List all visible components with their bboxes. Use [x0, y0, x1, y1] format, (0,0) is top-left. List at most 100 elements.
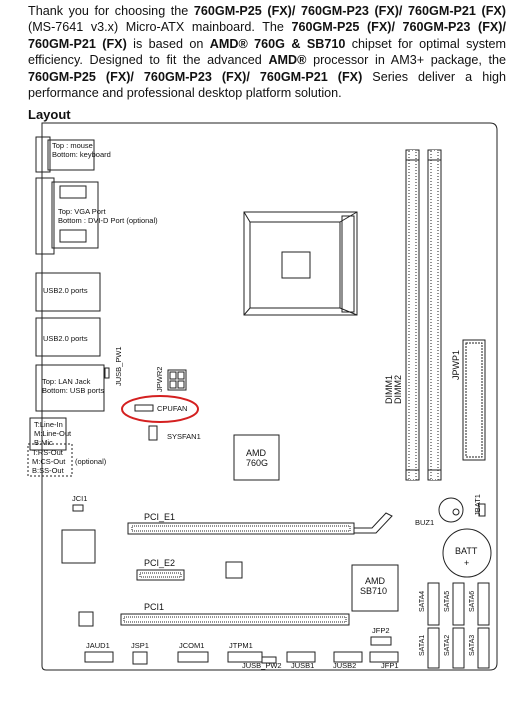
intro-brand: AMD®	[268, 53, 307, 68]
audio-label: T:Line-In	[34, 420, 63, 429]
sata4-port	[427, 582, 440, 626]
intro-model: 760GM-P25 (FX)/ 760GM-P23 (FX)/ 760GM-P2…	[28, 20, 506, 51]
intro-text: Thank you for choosing the	[28, 4, 194, 18]
audio-label: T:RS-Out	[32, 448, 64, 457]
pci-e2-slot	[136, 569, 185, 581]
battery	[442, 528, 492, 578]
jbat1-label: JBAT1	[473, 494, 482, 516]
io-chip	[61, 529, 96, 564]
batt-label: BATT	[455, 546, 478, 556]
jpwr2-label: JPWR2	[155, 367, 164, 392]
north-bridge-chip	[233, 434, 280, 481]
vga-top-label: Top: VGA Port	[58, 207, 106, 216]
jsp1-header	[132, 651, 148, 665]
pci1-label: PCI1	[144, 602, 164, 612]
jusb1-header	[286, 651, 316, 663]
ps2-port	[47, 139, 95, 171]
intro-text: chipset for optimal system efficiency. D…	[28, 36, 506, 68]
jpwr2-connector	[167, 369, 187, 391]
sata1-label: SATA1	[419, 635, 426, 656]
jusb-pw1-label: JUSB_PW1	[114, 346, 123, 386]
cpufan-highlight	[121, 395, 199, 423]
usb2-label: USB2.0 ports	[43, 334, 88, 343]
batt-plus-label: +	[464, 558, 469, 568]
jusb-pw2-header	[261, 656, 277, 664]
sysfan1-header	[148, 425, 158, 441]
jcom1-header	[177, 651, 209, 663]
sysfan1-label: SYSFAN1	[167, 432, 201, 441]
pci1-slot	[120, 613, 350, 626]
audio-label: M:Line-Out	[34, 429, 72, 438]
jaud1-label: JAUD1	[86, 641, 110, 650]
jaud1-header	[84, 651, 114, 663]
audio-jacks-optional	[27, 443, 73, 477]
sata5-label: SATA5	[444, 591, 451, 612]
audio-label: B:SS-Out	[32, 466, 65, 475]
usb-port	[35, 317, 101, 357]
jusb2-label: JUSB2	[333, 661, 356, 670]
jbat1-header	[478, 503, 486, 517]
north-bridge-label: AMD	[246, 448, 267, 458]
audio-optional-label: (optional)	[75, 457, 107, 466]
buz1-label: BUZ1	[415, 518, 434, 527]
usb-port	[35, 272, 101, 312]
pci-e1-label: PCI_E1	[144, 512, 175, 522]
sata6-port	[477, 582, 490, 626]
intro-text: is based on	[126, 36, 210, 51]
ps2-bottom-label: Bottom: keyboard	[52, 150, 111, 159]
intro-model: 760GM-P25 (FX)/ 760GM-P23 (FX)/ 760GM-P2…	[193, 4, 506, 18]
jfp2-header	[370, 636, 392, 646]
jusb2-header	[333, 651, 363, 663]
intro-text: (MS-7641 v3.x) Micro-ATX mainboard. The	[28, 20, 292, 35]
jusb-pw1-header	[104, 367, 110, 379]
sata5-port	[452, 582, 465, 626]
dvi-connector	[59, 229, 87, 243]
south-bridge-chip	[351, 564, 399, 612]
intro-model: 760GM-P25 (FX)/ 760GM-P23 (FX)/ 760GM-P2…	[28, 69, 363, 84]
small-chip	[225, 561, 243, 579]
north-bridge-label: 760G	[246, 458, 268, 468]
jfp2-label: JFP2	[372, 626, 390, 635]
jfp1-label: JFP1	[381, 661, 399, 670]
vga-port	[51, 181, 99, 249]
sata4-label: SATA4	[419, 591, 426, 612]
intro-paragraph: Thank you for choosing the 760GM-P25 (FX…	[28, 3, 506, 101]
intro-text: Series deliver a high performance and pr…	[28, 69, 506, 101]
audio-label: M:CS-Out	[32, 457, 66, 466]
dimm2-label: DIMM2	[393, 375, 403, 404]
audio-label: B:Mic	[34, 438, 53, 447]
south-bridge-label: SB710	[360, 586, 387, 596]
small-chip	[78, 611, 94, 627]
cpufan-label: CPUFAN	[157, 404, 187, 413]
jusb-pw2-label: JUSB_PW2	[242, 661, 282, 670]
vga-bottom-label: Bottom : DVI-D Port (optional)	[58, 216, 158, 225]
sata2-label: SATA2	[444, 635, 451, 656]
jci1-header	[72, 504, 84, 512]
buzzer	[438, 497, 464, 523]
cpu-socket	[243, 211, 358, 316]
jci1-label: JCI1	[72, 494, 87, 503]
jtpm1-label: JTPM1	[229, 641, 253, 650]
jpwp1-connector	[462, 339, 486, 461]
sata2-port	[452, 627, 465, 669]
vga-port	[35, 177, 55, 255]
ps2-port	[35, 136, 51, 173]
jcom1-label: JCOM1	[179, 641, 204, 650]
cpufan-header	[134, 404, 154, 412]
intro-chipset: AMD® 760G & SB710	[209, 36, 346, 51]
jsp1-label: JSP1	[131, 641, 149, 650]
dimm1-label: DIMM1	[384, 375, 394, 404]
lan-bottom-label: Bottom: USB ports	[42, 386, 104, 395]
jfp1-header	[369, 651, 399, 663]
layout-heading: Layout	[28, 107, 71, 122]
lan-port	[35, 364, 105, 412]
ps2-top-label: Top : mouse	[52, 141, 93, 150]
vga-connector	[59, 185, 87, 199]
lan-top-label: Top: LAN Jack	[42, 377, 91, 386]
south-bridge-label: AMD	[365, 576, 386, 586]
intro-text: processor in AM3+ package, the	[306, 53, 507, 68]
jusb1-label: JUSB1	[291, 661, 314, 670]
sata1-port	[427, 627, 440, 669]
pci-e2-label: PCI_E2	[144, 558, 175, 568]
